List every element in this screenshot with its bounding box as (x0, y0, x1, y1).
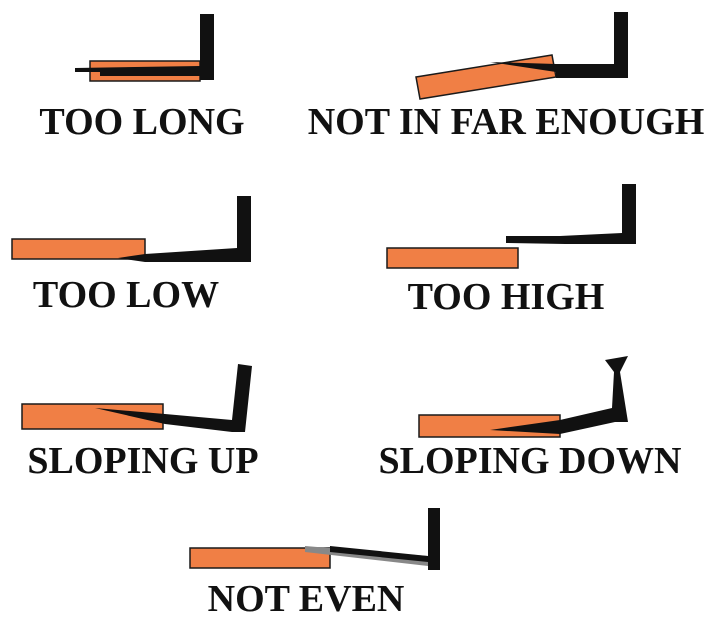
panel-too-low: TOO LOW (11, 196, 251, 316)
hook (506, 184, 636, 244)
panel-too-high: TOO HIGH (386, 184, 636, 318)
panel-too-long: TOO LONG (39, 14, 245, 143)
hook (490, 356, 628, 434)
hook (330, 508, 440, 570)
panel-not-in-far-enough: NOT IN FAR ENOUGH (308, 12, 705, 143)
blade (415, 54, 557, 100)
panel-not-even: NOT EVEN (189, 508, 440, 620)
panel-sloping-down: SLOPING DOWN (379, 356, 682, 482)
label-too-long: TOO LONG (39, 101, 244, 143)
hook (490, 12, 628, 78)
hook (95, 364, 252, 432)
hook (118, 196, 251, 262)
hook (75, 14, 214, 80)
label-too-high: TOO HIGH (408, 276, 605, 318)
panel-sloping-up: SLOPING UP (21, 364, 259, 482)
label-too-low: TOO LOW (33, 274, 219, 316)
label-sloping-down: SLOPING DOWN (379, 440, 682, 482)
blade (386, 247, 519, 269)
label-sloping-up: SLOPING UP (27, 440, 258, 482)
blade (11, 238, 146, 260)
blade (189, 547, 331, 569)
label-not-in-far-enough: NOT IN FAR ENOUGH (308, 101, 705, 143)
label-not-even: NOT EVEN (208, 578, 405, 616)
